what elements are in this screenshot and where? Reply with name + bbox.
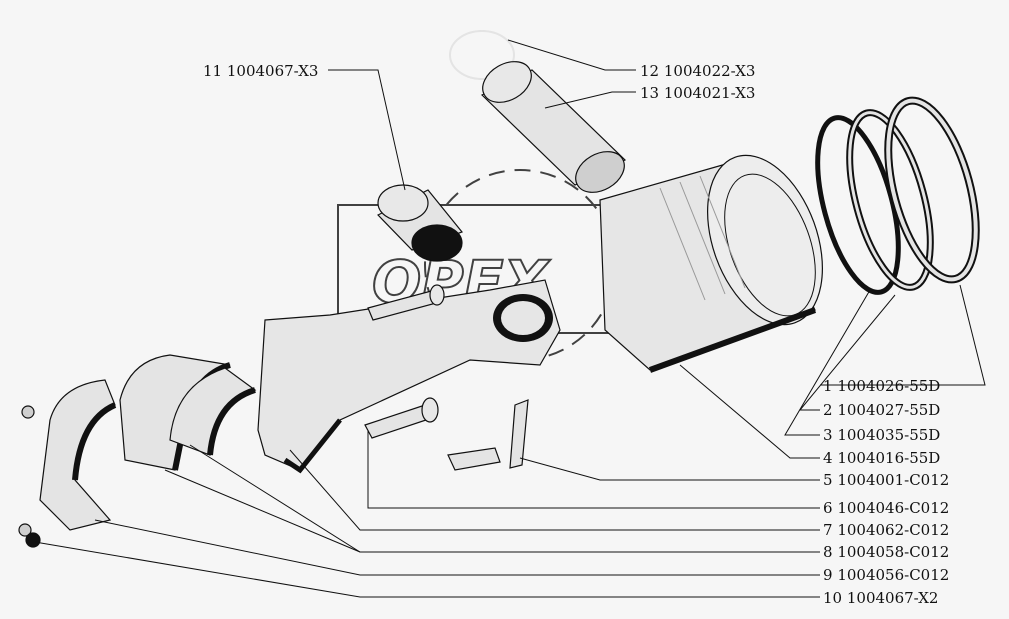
label-4: 4 1004016-55D (823, 449, 940, 467)
leader-4 (679, 364, 820, 459)
leader-13 (544, 91, 636, 109)
leader-12 (507, 39, 636, 71)
label-7: 7 1004062-C012 (823, 521, 949, 539)
label-10: 10 1004067-X2 (823, 589, 938, 607)
leader-7 (289, 449, 820, 531)
label-8: 8 1004058-C012 (823, 543, 949, 561)
part-piston (599, 154, 823, 373)
leader-9 (94, 519, 820, 576)
leader-3 (784, 289, 871, 436)
label-6: 6 1004046-C012 (823, 499, 949, 517)
label-2: 2 1004027-55D (823, 401, 940, 419)
leader-5 (519, 457, 820, 481)
label-13: 13 1004021-X3 (640, 84, 755, 102)
part-bearing-shells (119, 354, 257, 471)
part-nut (18, 405, 41, 548)
leader-8b (164, 469, 361, 553)
part-small-piece (447, 399, 529, 471)
leader-11 (328, 69, 406, 191)
part-bolt-upper (367, 284, 445, 321)
part-connecting-rod (257, 279, 561, 474)
leader-10 (34, 541, 820, 598)
leader-1 (820, 284, 986, 386)
label-5: 5 1004001-C012 (823, 471, 949, 489)
label-12: 12 1004022-X3 (640, 62, 755, 80)
part-piston-rings (815, 96, 980, 295)
leader-6 (367, 430, 820, 509)
part-piston-pin (480, 61, 627, 193)
part-bushing (376, 184, 463, 262)
label-9: 9 1004056-C012 (823, 566, 949, 584)
label-1: 1 1004026-55D (823, 377, 940, 395)
part-labels: 11 1004067-X3 12 1004022-X3 13 1004021-X… (203, 62, 949, 607)
label-3: 3 1004035-55D (823, 426, 940, 444)
label-11: 11 1004067-X3 (203, 62, 318, 80)
part-bolt (364, 397, 439, 439)
leader-lines (34, 39, 986, 598)
part-snap-ring (449, 30, 515, 80)
part-bearing-cap (39, 379, 117, 531)
